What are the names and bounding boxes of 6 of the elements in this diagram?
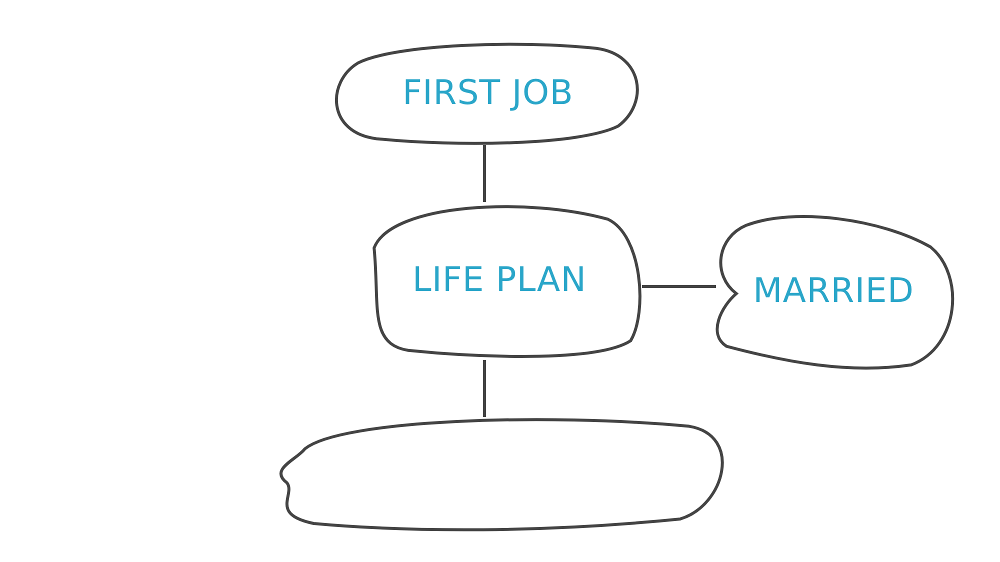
connector-line	[483, 360, 486, 417]
node-label: MARRIED	[752, 270, 914, 310]
connector-line	[483, 145, 486, 202]
node-label: FIRST JOB	[402, 72, 574, 112]
connector-line	[642, 285, 716, 288]
node-label: LIFE PLAN	[412, 260, 587, 300]
